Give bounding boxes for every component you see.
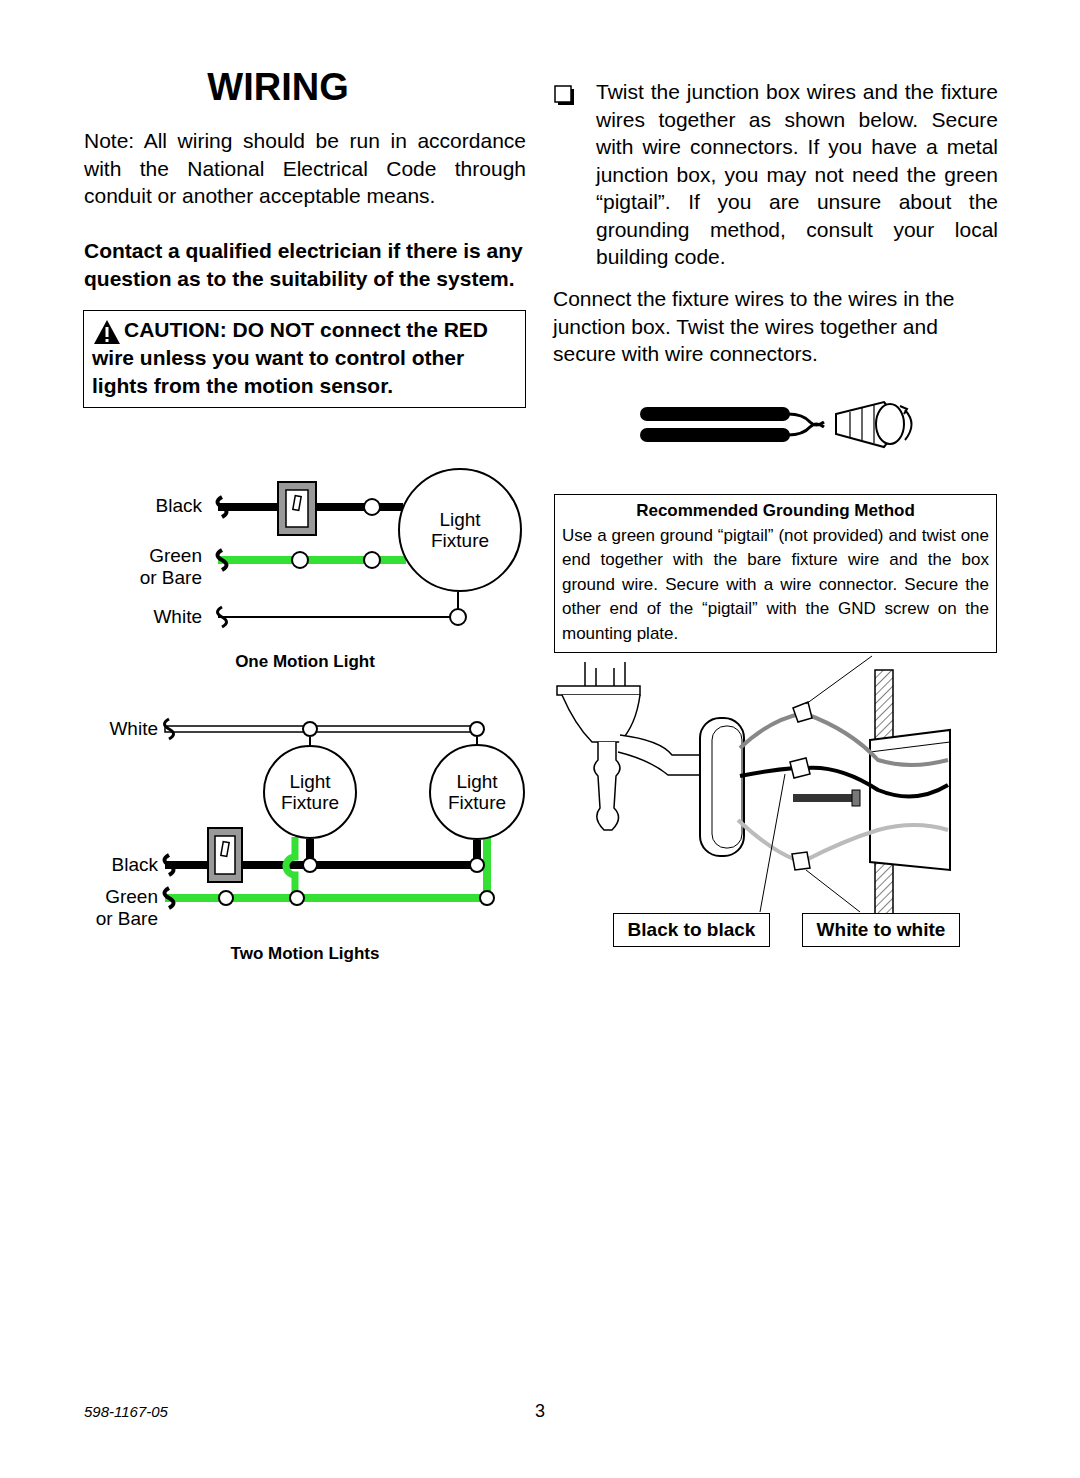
checkbox xyxy=(555,86,574,105)
wire-label: Green or Bare xyxy=(90,886,158,930)
fixture-mounting-illustration xyxy=(618,735,700,775)
one-motion-wiring xyxy=(218,607,227,627)
box-heading: Recommended Grounding Method xyxy=(562,499,989,524)
warning-icon xyxy=(106,327,109,337)
fixture-mounting-illustration xyxy=(594,742,620,830)
checkbox xyxy=(555,86,571,102)
two-motion-wiring xyxy=(165,855,174,875)
one-motion-wiring xyxy=(293,496,301,511)
two-motion-wiring xyxy=(470,722,484,736)
wire-match-box: Black to black xyxy=(613,913,770,947)
fixture-mounting-illustration xyxy=(806,825,948,860)
fixture-mounting-illustration xyxy=(562,695,640,742)
two-motion-wiring xyxy=(208,828,242,882)
diagram-caption: Two Motion Lights xyxy=(195,943,415,965)
fixture-label: Light Fixture xyxy=(416,509,505,551)
document-number: 598-1167-05 xyxy=(84,1402,214,1422)
fixture-mounting-illustration xyxy=(557,656,950,915)
caution-box: CAUTION: DO NOT connect the RED wire unl… xyxy=(83,310,526,408)
wire-connector-illustration xyxy=(876,404,904,444)
wire-label: Black xyxy=(76,854,158,876)
fixture-mounting-illustration xyxy=(792,852,810,870)
light-fixture: Light Fixture xyxy=(263,745,357,839)
instruction-text: Twist the junction box wires and the fix… xyxy=(596,78,998,271)
two-motion-wiring xyxy=(165,888,174,908)
fixture-mounting-illustration xyxy=(793,702,812,722)
note-text: Note: All wiring should be run in accord… xyxy=(84,127,526,210)
one-motion-wiring xyxy=(364,499,380,515)
fixture-mounting-illustration xyxy=(806,870,860,912)
fixture-mounting-illustration xyxy=(712,726,742,848)
wire-label: Black xyxy=(120,495,202,517)
wire-label: White xyxy=(76,718,158,740)
wire-connector-illustration xyxy=(640,428,790,442)
wire-connector-illustration xyxy=(861,408,862,440)
page-title: WIRING xyxy=(150,64,406,110)
two-motion-wiring xyxy=(480,891,494,905)
wire-connector-illustration xyxy=(788,414,824,435)
page-number: 3 xyxy=(520,1400,560,1422)
one-motion-wiring xyxy=(364,552,380,568)
wire-connector-illustration xyxy=(905,410,912,440)
fixture-mounting-illustration xyxy=(585,662,625,688)
fixture-mounting-illustration xyxy=(760,774,785,912)
two-motion-wiring xyxy=(165,894,487,902)
one-motion-wiring xyxy=(286,490,308,527)
wire-connector-illustration xyxy=(640,402,912,447)
wire-match-box: White to white xyxy=(802,913,960,947)
warning-text: Contact a qualified electrician if there… xyxy=(84,237,526,292)
wire-connector-illustration xyxy=(900,406,907,414)
fixture-mounting-illustration xyxy=(806,714,948,765)
wire-connector-illustration xyxy=(873,405,874,443)
wire-label: White xyxy=(120,606,202,628)
wire-match-text: White to white xyxy=(817,919,946,941)
warning-icon xyxy=(93,319,121,345)
one-motion-wiring xyxy=(218,497,227,517)
two-motion-wiring xyxy=(165,719,174,739)
two-motion-wiring xyxy=(303,722,317,736)
wire-connector-illustration xyxy=(640,407,790,421)
fixture-mounting-illustration xyxy=(870,730,950,870)
fixture-mounting-illustration xyxy=(740,768,795,776)
two-motion-wiring xyxy=(221,842,229,857)
one-motion-wiring xyxy=(450,609,466,625)
fixture-mounting-illustration xyxy=(738,820,796,860)
box-body: Use a green ground “pigtail” (not provid… xyxy=(562,524,989,647)
terminal-dot xyxy=(303,858,317,872)
light-fixture: Light Fixture xyxy=(398,468,522,592)
light-fixture: Light Fixture xyxy=(429,744,525,840)
wire-connector-illustration xyxy=(849,412,850,437)
fixture-mounting-illustration xyxy=(806,656,872,704)
fixture-mounting-illustration xyxy=(557,686,640,695)
terminal-dot xyxy=(470,858,484,872)
warning-icon xyxy=(94,320,120,344)
fixture-label: Light Fixture xyxy=(277,771,344,813)
diagram-caption: One Motion Light xyxy=(200,651,410,673)
two-motion-wiring xyxy=(219,891,233,905)
fixture-mounting-illustration xyxy=(793,794,855,802)
instruction-text: Connect the fixture wires to the wires i… xyxy=(553,285,999,368)
fixture-mounting-illustration xyxy=(740,714,800,748)
wire-label: Green or Bare xyxy=(134,545,202,589)
fixture-mounting-illustration xyxy=(700,718,744,856)
fixture-mounting-illustration xyxy=(870,742,950,752)
one-motion-wiring xyxy=(218,550,227,570)
fixture-mounting-illustration xyxy=(805,768,948,797)
wire-match-text: Black to black xyxy=(628,919,756,941)
one-motion-wiring xyxy=(218,616,452,618)
one-motion-wiring xyxy=(292,552,308,568)
fixture-label: Light Fixture xyxy=(443,771,511,813)
fixture-mounting-illustration xyxy=(852,790,860,806)
caution-text: CAUTION: DO NOT connect the RED wire unl… xyxy=(92,316,517,400)
two-motion-wiring xyxy=(290,891,304,905)
warning-icon xyxy=(106,339,109,342)
two-motion-wiring xyxy=(215,836,235,874)
two-motion-wiring xyxy=(165,726,478,732)
grounding-note-box: Recommended Grounding MethodUse a green … xyxy=(554,494,997,653)
fixture-mounting-illustration xyxy=(790,758,810,778)
wire-connector xyxy=(310,839,477,865)
two-motion-wiring xyxy=(286,837,295,898)
one-motion-wiring xyxy=(278,482,316,535)
